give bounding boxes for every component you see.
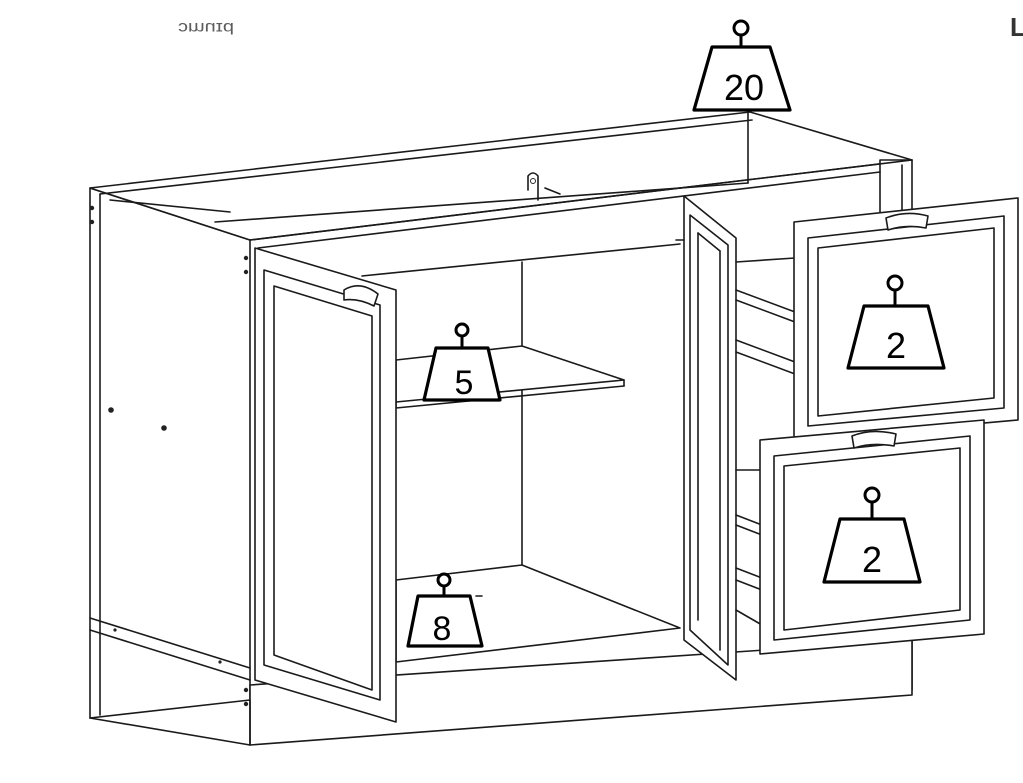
weight-upper-drawer-value: 2	[886, 325, 906, 366]
weight-upper-drawer: 2	[846, 274, 946, 370]
right-door	[675, 195, 737, 681]
weight-bottom: 8	[406, 572, 484, 648]
weight-shelf: 5	[422, 322, 502, 402]
weight-lower-drawer: 2	[822, 486, 922, 584]
weight-top-value: 20	[724, 67, 764, 108]
weight-shelf-value: 5	[455, 364, 474, 402]
weight-lower-drawer-value: 2	[862, 539, 882, 580]
drawer-runners	[735, 257, 796, 626]
header-fragment-right: L	[1010, 12, 1023, 42]
left-door	[254, 247, 397, 723]
weight-bottom-value: 8	[433, 610, 452, 648]
weight-top: 20	[692, 19, 792, 112]
